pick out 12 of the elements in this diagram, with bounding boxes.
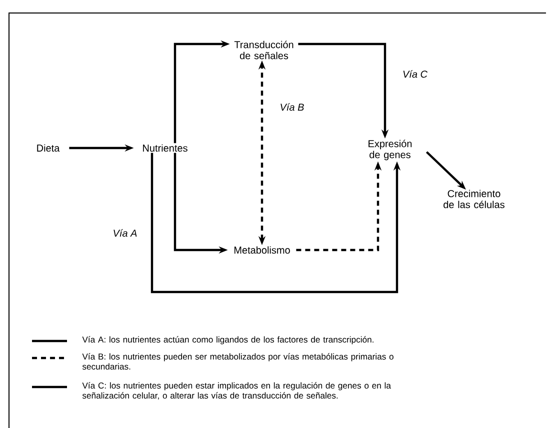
path-label: Vía C — [403, 70, 428, 78]
node-label: Metabolismo — [234, 246, 290, 254]
legend-text: Vía A: los nutrientes actúan como ligandos de los factores de transcripción. — [82, 336, 374, 344]
path-label: Vía B — [280, 103, 304, 111]
legend-text: Vía B: los nutrientes pueden ser metabolizados por vías metabólicas primarias o secundarias. — [82, 353, 394, 370]
node-label: Nutrientes — [143, 144, 188, 152]
node-label: Dieta — [37, 144, 60, 152]
legend-text: Vía C: los nutrientes pueden estar implicados en la regulación de genes o en la señalización celular, o alterar las vías de transducción de señales. — [82, 382, 391, 400]
node-label: Transducción de señales — [234, 40, 294, 60]
node-label: Expresión de genes — [368, 140, 412, 160]
node-label: Crecimiento de las células — [444, 190, 504, 208]
path-label: Vía A — [114, 229, 137, 237]
